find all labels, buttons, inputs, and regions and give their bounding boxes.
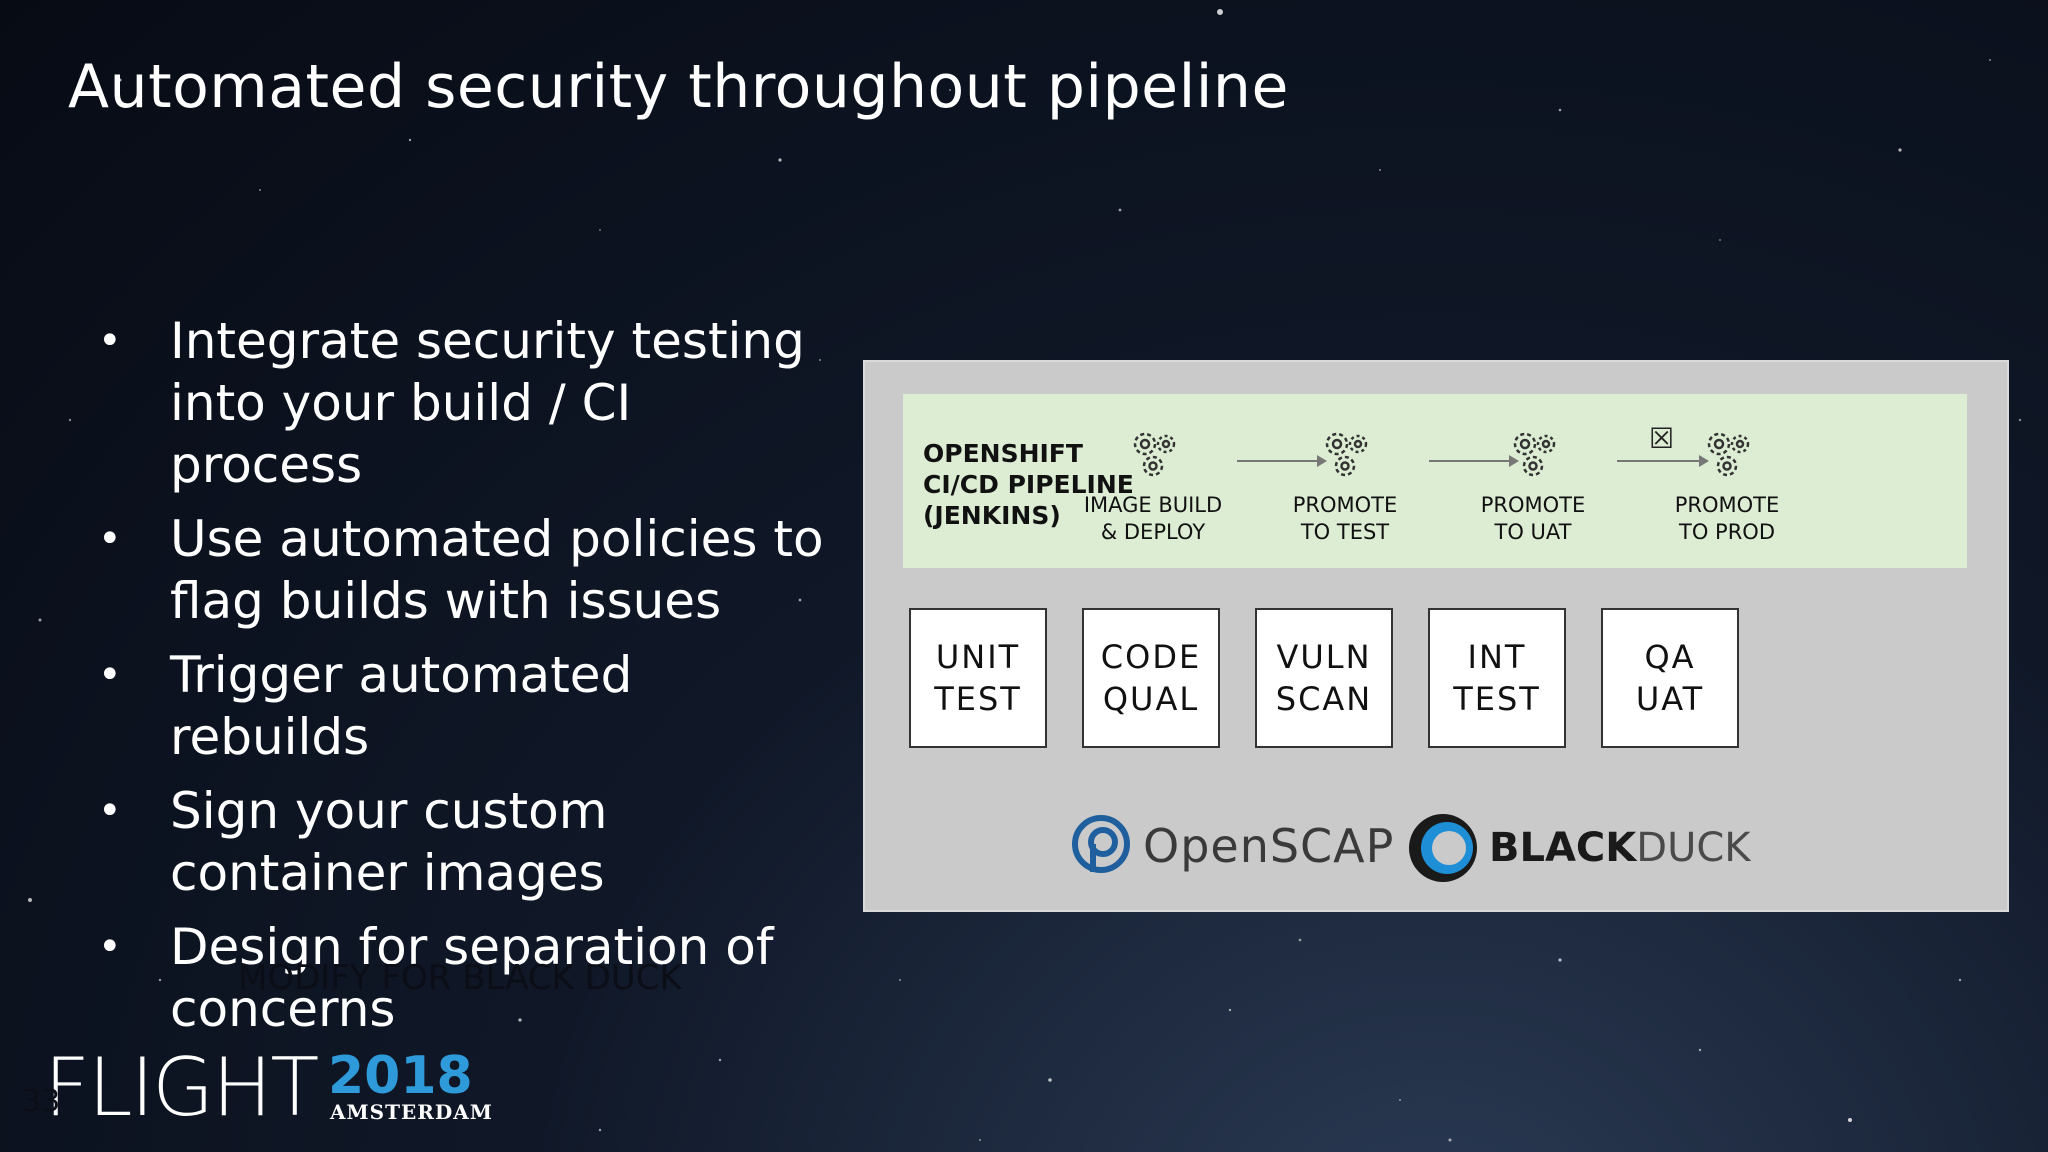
- stage-image-build: IMAGE BUILD & DEPLOY: [1053, 424, 1253, 546]
- pipeline-label: OPENSHIFT CI/CD PIPELINE (JENKINS): [923, 439, 1134, 530]
- test-box-label: QA UAT: [1635, 638, 1705, 718]
- flight-logo-text: FLIGHT: [44, 1041, 319, 1134]
- test-box-vuln-scan: VULN SCAN: [1255, 608, 1393, 748]
- blackduck-wordmark-bold: BLACK: [1489, 825, 1637, 871]
- test-box-label: INT TEST: [1453, 638, 1541, 718]
- stage-label: PROMOTE TO PROD: [1674, 493, 1780, 544]
- bullet-item: • Trigger automated rebuilds: [90, 644, 830, 768]
- pipeline-diagram-panel: OPENSHIFT CI/CD PIPELINE (JENKINS) IMAGE…: [863, 360, 2009, 912]
- bullet-dot: •: [98, 318, 122, 364]
- test-box-unit-test: UNIT TEST: [909, 608, 1047, 748]
- slide-title: Automated security throughout pipeline: [68, 52, 1289, 122]
- arrow-connector: [1237, 455, 1327, 467]
- gears-icon: [1325, 432, 1368, 477]
- bullet-item: • Design for separation of concerns: [90, 916, 830, 1040]
- flight-logo-year: 2018: [328, 1046, 473, 1106]
- gears-icon: [1133, 432, 1176, 477]
- bullet-text: Design for separation of concerns: [170, 918, 774, 1038]
- arrow-connector: [1429, 455, 1519, 467]
- test-box-label: VULN SCAN: [1275, 638, 1373, 718]
- test-box-code-qual: CODE QUAL: [1082, 608, 1220, 748]
- gears-icon: [1707, 432, 1750, 477]
- bullet-dot: •: [98, 652, 122, 698]
- bullet-item: • Use automated policies to flag builds w…: [90, 508, 830, 632]
- test-box-int-test: INT TEST: [1428, 608, 1566, 748]
- bullet-dot: •: [98, 924, 122, 970]
- bullet-item: • Integrate security testing into your bu…: [90, 310, 830, 496]
- pipeline-bar: OPENSHIFT CI/CD PIPELINE (JENKINS) IMAGE…: [903, 394, 1967, 568]
- speaker-note: MODIFY FOR BLACK DUCK: [238, 958, 682, 998]
- stage-promote-prod: PROMOTE TO PROD: [1627, 424, 1827, 546]
- bullet-text: Use automated policies to flag builds wi…: [170, 510, 824, 630]
- bullet-text: Integrate security testing into your bui…: [170, 312, 805, 494]
- bullet-dot: •: [98, 788, 122, 834]
- slide-number: 33: [22, 1084, 61, 1119]
- stage-label: PROMOTE TO TEST: [1292, 493, 1398, 544]
- bullet-text: Sign your custom container images: [170, 782, 608, 902]
- test-box-qa-uat: QA UAT: [1601, 608, 1739, 748]
- bullet-text: Trigger automated rebuilds: [170, 646, 633, 766]
- stage-label: PROMOTE TO UAT: [1480, 493, 1586, 544]
- blackduck-wordmark-light: DUCK: [1636, 825, 1751, 871]
- blackduck-icon: [1409, 814, 1477, 882]
- checkbox-icon: ☒: [1649, 422, 1675, 455]
- test-box-label: UNIT TEST: [934, 638, 1022, 718]
- arrow-connector: [1617, 455, 1709, 467]
- flight-logo-city: AMSTERDAM: [330, 1100, 493, 1124]
- gears-icon: [1513, 432, 1556, 477]
- openscap-icon: [1072, 815, 1130, 873]
- test-box-label: CODE QUAL: [1100, 638, 1202, 718]
- stage-promote-test: PROMOTE TO TEST: [1245, 424, 1445, 546]
- openscap-logo: OpenSCAP: [1071, 814, 1394, 878]
- bullet-list: • Integrate security testing into your bu…: [90, 310, 830, 1052]
- stage-label: IMAGE BUILD & DEPLOY: [1083, 493, 1223, 544]
- openscap-wordmark: OpenSCAP: [1143, 819, 1395, 873]
- bullet-item: • Sign your custom container images: [90, 780, 830, 904]
- bullet-dot: •: [98, 516, 122, 562]
- stage-promote-uat: PROMOTE TO UAT: [1433, 424, 1633, 546]
